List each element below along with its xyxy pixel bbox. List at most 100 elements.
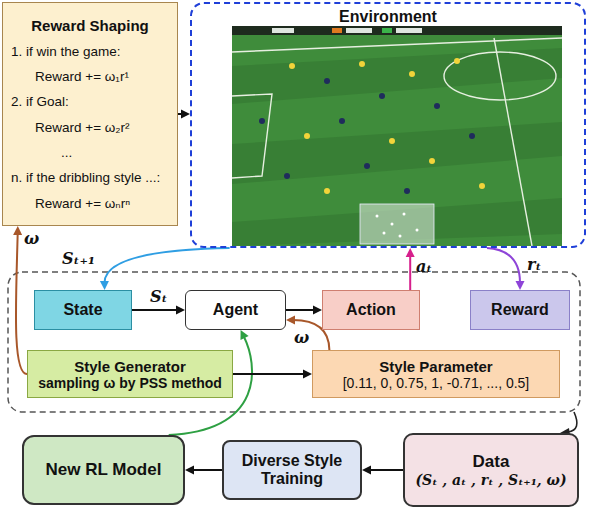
players-part (364, 163, 370, 169)
scoreboard (232, 26, 562, 35)
group-to-data-arrow-part (568, 412, 577, 432)
pitch-lines (232, 38, 562, 246)
connector (185, 466, 222, 475)
reward-shaping-box: Reward Shaping 1. if win the game: Reward … (2, 2, 178, 226)
style-parameter-box: Style Parameter[0.11, 0, 0.75, 1, -0.71,… (312, 350, 560, 398)
box-title: Style Parameter (379, 358, 492, 375)
box-title: Reward (491, 301, 549, 319)
connector-line (487, 248, 520, 283)
pitch-grass-part (232, 122, 562, 184)
pitch-grass (232, 26, 562, 246)
box-text: 2. if Goal: (11, 94, 69, 109)
pitch-lines-part (232, 94, 272, 178)
connector (233, 370, 312, 379)
minimap-part (403, 213, 406, 216)
pitch-lines-part (494, 38, 532, 246)
connector (178, 110, 190, 119)
pitch-grass-part (232, 26, 562, 246)
connector-line (233, 373, 305, 375)
box-title: Style Generator (74, 358, 186, 375)
scoreboard-part (332, 28, 342, 33)
players-part (259, 118, 265, 124)
arrowhead (13, 226, 22, 235)
connector (132, 306, 185, 315)
box-title: Diverse Style Training (234, 452, 350, 488)
box-title: Action (346, 301, 396, 319)
players-part (304, 133, 310, 139)
box-text: (Sₜ , aₜ , rₜ , Sₜ₊₁, ω) (415, 472, 566, 488)
players-part (429, 158, 435, 164)
connector-line (409, 255, 411, 290)
edge-label: Sₜ (150, 288, 167, 306)
arrowhead (181, 110, 190, 119)
arrowhead (516, 281, 525, 290)
players-part (469, 133, 475, 139)
edge-label: ω (294, 329, 309, 347)
box-title: Data (473, 452, 510, 472)
connector-line (16, 233, 27, 374)
players-part (379, 93, 385, 99)
connector-line (369, 469, 403, 471)
players-part (479, 183, 485, 189)
scoreboard-part (346, 28, 372, 33)
arrowhead (241, 330, 249, 340)
players-part (284, 173, 290, 179)
arrowhead (100, 281, 109, 290)
edge-label: ω (24, 230, 39, 248)
connector (13, 226, 27, 374)
scoreboard-part (396, 28, 422, 33)
players-part (324, 78, 330, 84)
edge-label: aₜ (416, 258, 432, 276)
players-part (339, 118, 345, 124)
box-text: Reward += ω₁r¹ (35, 69, 129, 84)
minimap (360, 204, 434, 244)
agent-box: Agent (185, 290, 286, 330)
box-title: State (63, 301, 102, 319)
style-generator-box: Style Generatorsampling ω by PSS method (27, 350, 233, 398)
arrowhead (362, 466, 371, 475)
box-text: Reward += ω₂r² (35, 120, 130, 135)
players-part (404, 188, 410, 194)
pitch-grass-part (232, 48, 562, 104)
minimap-part (399, 235, 402, 238)
connector (100, 248, 230, 290)
arrowhead (185, 466, 194, 475)
arrowhead (406, 248, 415, 257)
box-text: Reward += ωₙrⁿ (35, 195, 130, 211)
scoreboard-part (382, 28, 392, 33)
box-title: Environment (339, 8, 437, 26)
players-part (389, 138, 395, 144)
box-text: 1. if win the game: (11, 44, 121, 59)
box-text: sampling ω by PSS method (38, 375, 222, 391)
players-part (359, 61, 365, 67)
connector-line (286, 309, 315, 311)
arrowhead (176, 306, 185, 315)
environment-box: Environment (190, 2, 586, 248)
connector (286, 306, 322, 315)
players-part (434, 103, 440, 109)
players-part (409, 71, 415, 77)
players-part (289, 63, 295, 69)
data-box: Data(Sₜ , aₜ , rₜ , Sₜ₊₁, ω) (403, 433, 579, 507)
loop-group-outline (8, 272, 580, 412)
minimap-part (360, 204, 434, 244)
box-text: ... (61, 145, 72, 160)
scoreboard-part (272, 28, 294, 33)
scoreboard-part (232, 26, 562, 35)
new-model-box: New RL Model (22, 435, 185, 505)
pitch-lines-part (444, 52, 556, 100)
arrowhead (286, 316, 295, 325)
players (259, 58, 485, 194)
state-box: State (34, 290, 132, 330)
players-part (454, 58, 460, 64)
pitch-grass-part (232, 198, 562, 246)
minimap-part (376, 215, 379, 218)
connector-line (104, 248, 229, 283)
minimap-part (416, 229, 419, 232)
connector (406, 248, 415, 290)
box-title: Reward Shaping (31, 17, 149, 34)
box-text: [0.11, 0, 0.75, 1, -0.71, ..., 0.5] (343, 375, 530, 391)
box-title: New RL Model (46, 460, 162, 480)
box-title: Agent (213, 301, 258, 319)
